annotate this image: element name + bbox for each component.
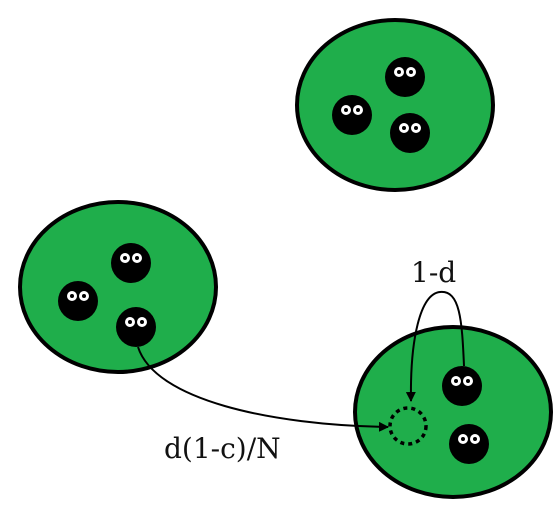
empty-site (388, 406, 428, 446)
stay-arrow (405, 290, 465, 402)
individual (385, 57, 425, 97)
individual (111, 243, 151, 283)
individual (116, 307, 156, 347)
patch-top-right (295, 18, 495, 192)
individual (390, 113, 430, 153)
individual (58, 281, 98, 321)
individual (442, 366, 482, 406)
patch-left (18, 200, 218, 374)
migration-arrow (137, 346, 389, 432)
individual (449, 424, 489, 464)
individual (332, 95, 372, 135)
stay-probability-label: 1-d (411, 256, 456, 289)
migration-probability-label: d(1-c)/N (164, 432, 281, 465)
patch-bottom-right (353, 325, 553, 499)
